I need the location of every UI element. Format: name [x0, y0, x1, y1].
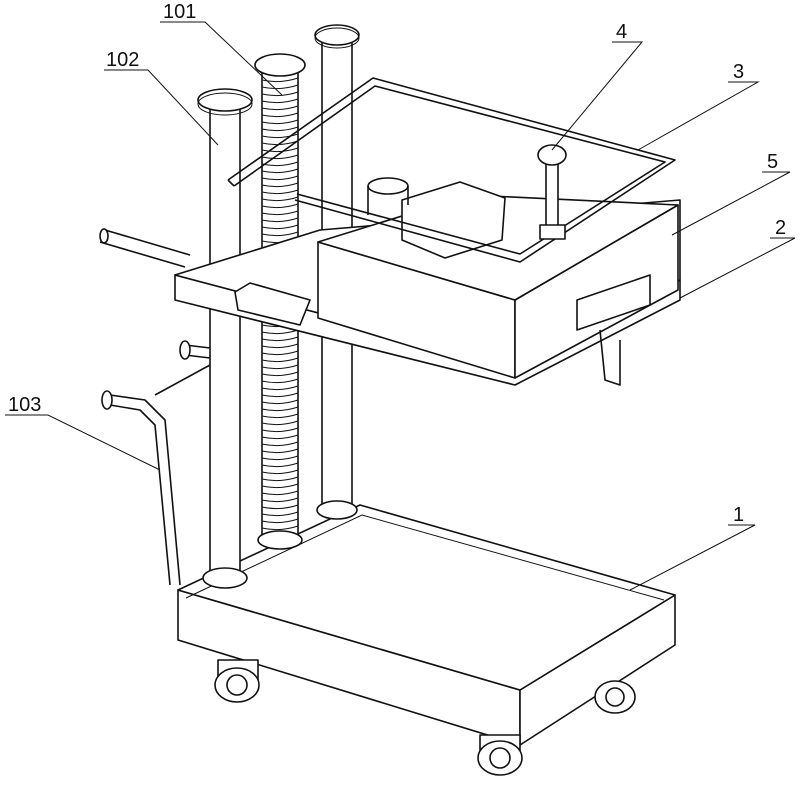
label-103: 103 [8, 394, 41, 416]
basket-frame [227, 77, 676, 263]
label-5: 5 [767, 151, 778, 173]
front-post [197, 88, 253, 589]
label-2: 2 [775, 217, 786, 239]
label-3: 3 [733, 61, 744, 83]
label-102: 102 [106, 49, 139, 71]
storage-box [317, 177, 679, 386]
base-platform [177, 504, 676, 746]
label-101: 101 [163, 1, 196, 23]
label-1: 1 [733, 504, 744, 526]
wheels [214, 659, 636, 776]
label-4: 4 [616, 21, 627, 43]
push-handle [101, 340, 211, 586]
leader-lines [5, 21, 796, 591]
